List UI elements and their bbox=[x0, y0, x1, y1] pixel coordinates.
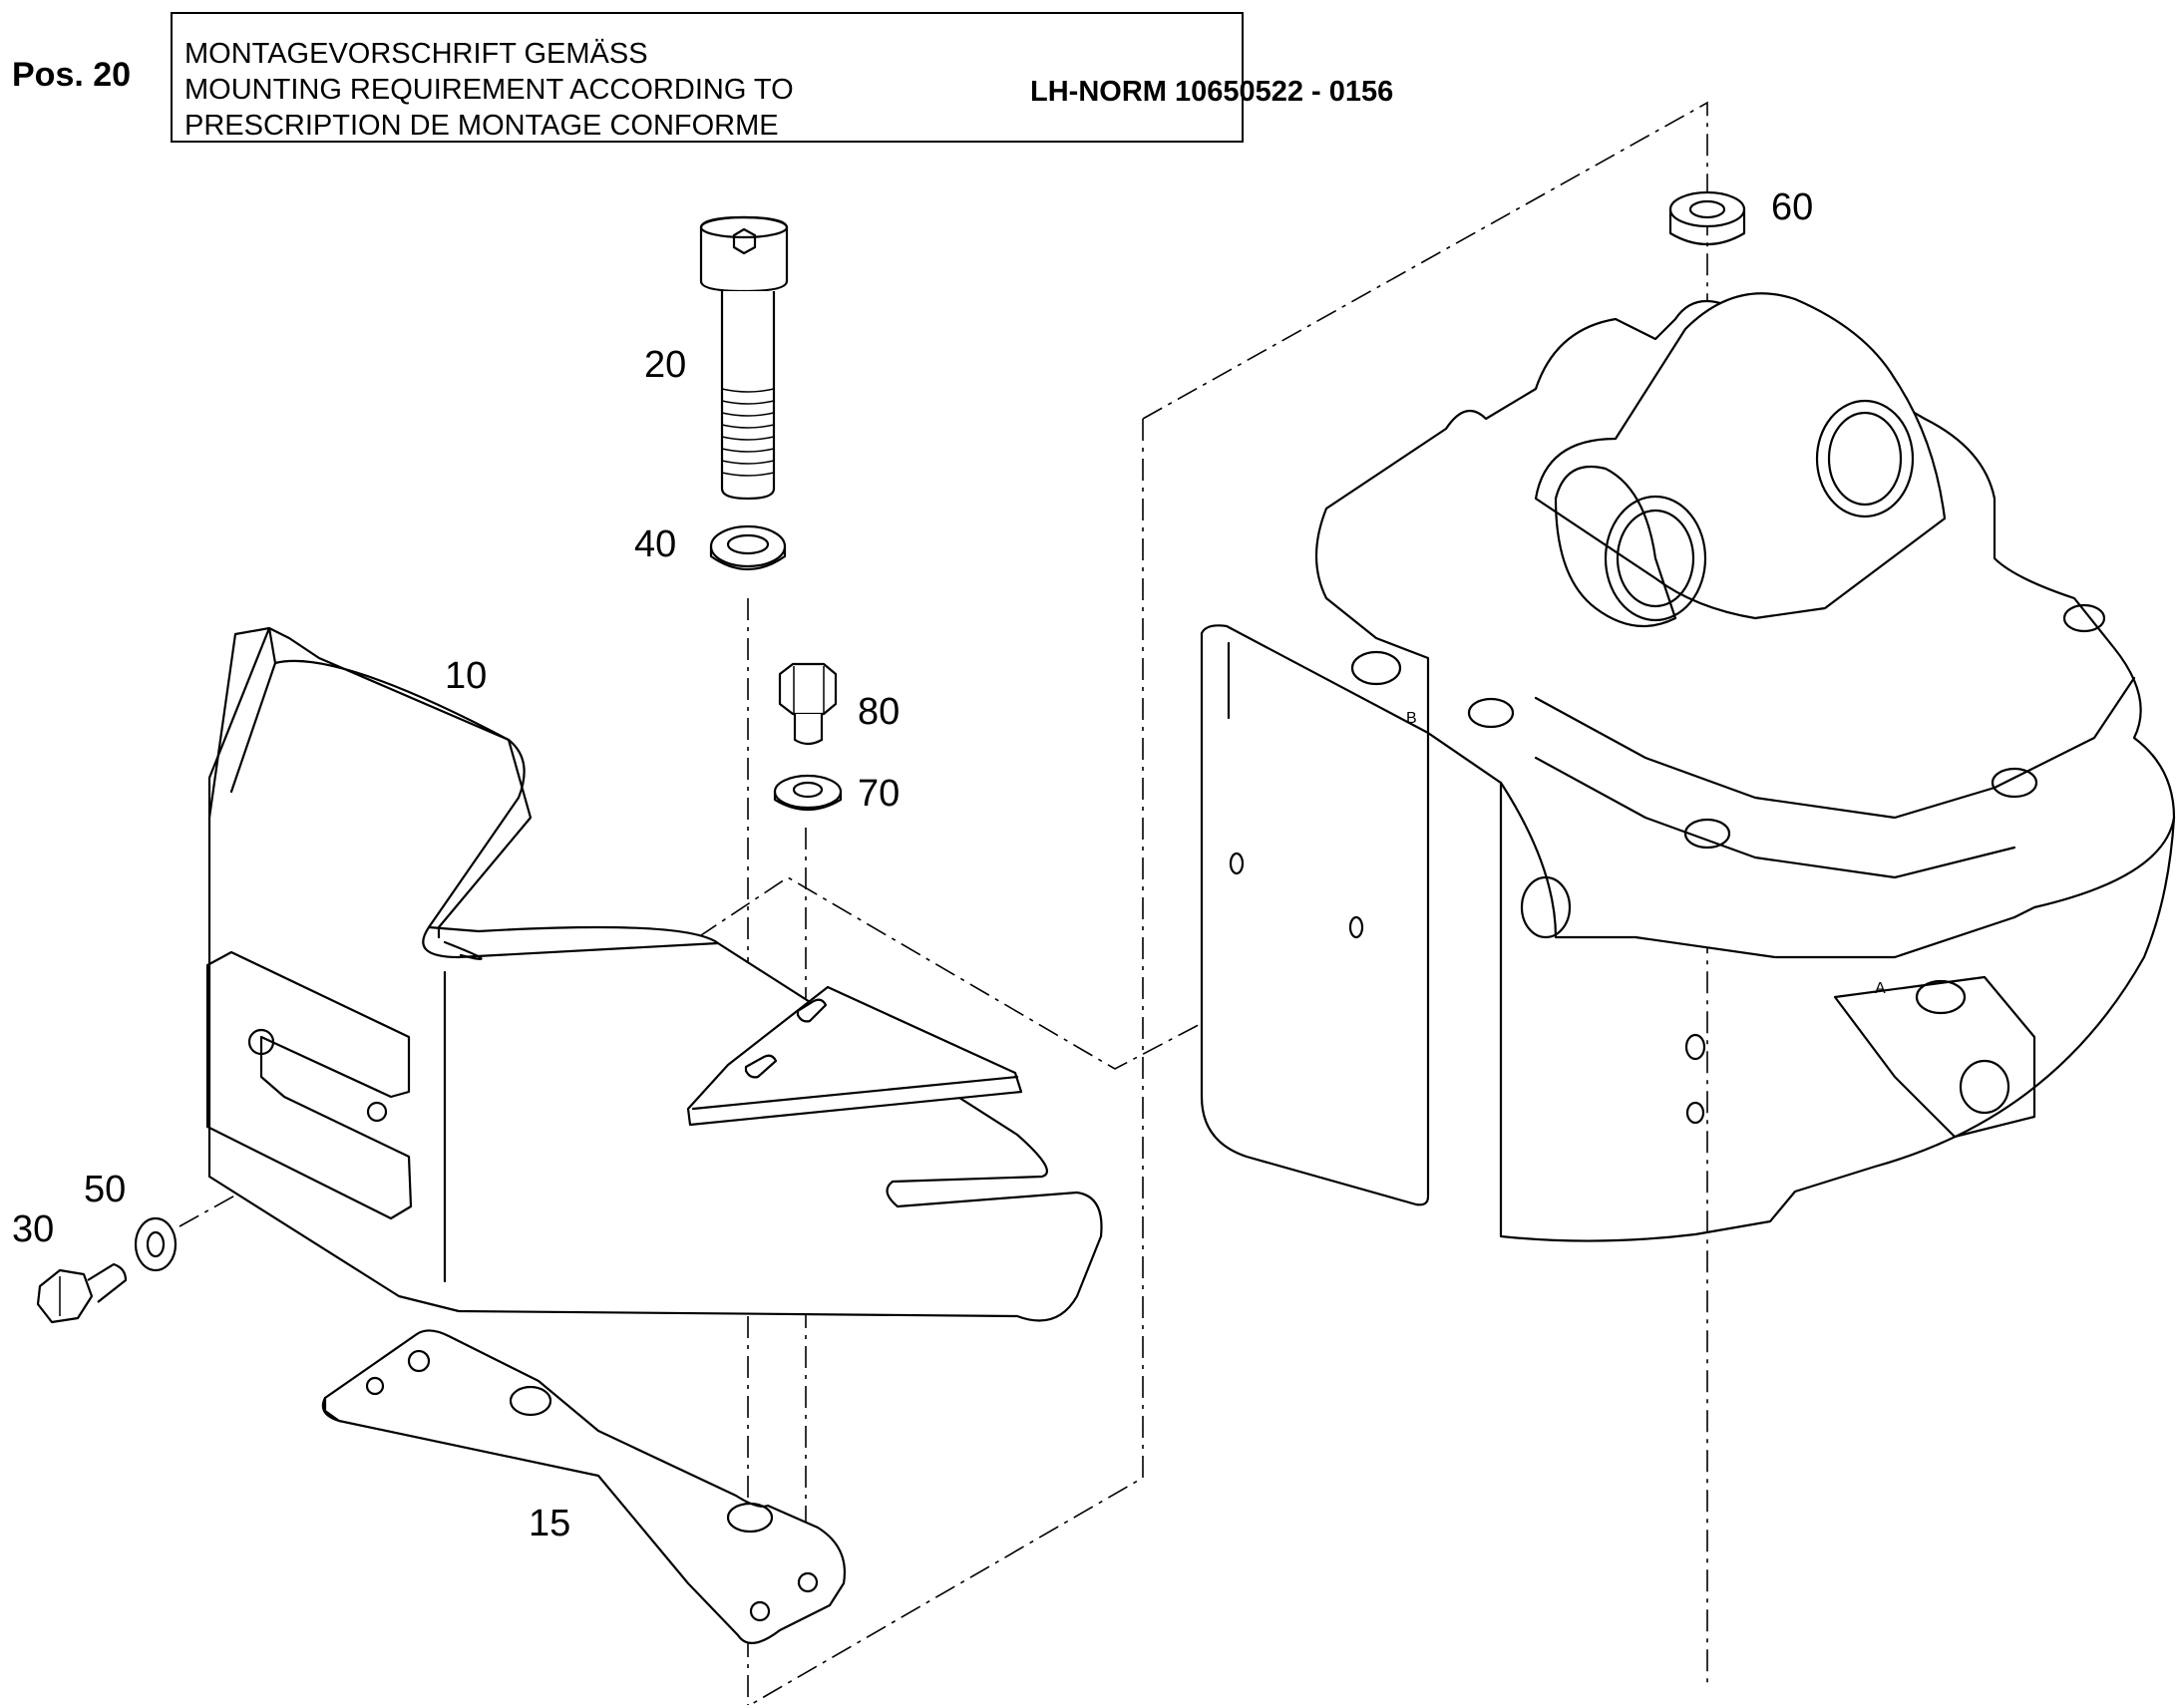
callout-60: 60 bbox=[1771, 186, 1813, 228]
mounting-requirement-box: MONTAGEVORSCHRIFT GEMÄSS MOUNTING REQUIR… bbox=[171, 12, 1393, 143]
bracket-part-10 bbox=[205, 626, 1103, 1322]
header-line-en: MOUNTING REQUIREMENT ACCORDING TO bbox=[184, 74, 794, 106]
washer-part-50 bbox=[134, 1216, 178, 1272]
callout-15: 15 bbox=[529, 1503, 570, 1544]
plate-part-15 bbox=[321, 1329, 846, 1644]
callout-50: 50 bbox=[84, 1169, 126, 1210]
callout-10: 10 bbox=[445, 655, 487, 697]
callout-30: 30 bbox=[12, 1208, 54, 1250]
coupling-housing: B A bbox=[1200, 292, 2176, 1242]
housing-mark-b: B bbox=[1406, 710, 1417, 727]
cap-screw-part-20 bbox=[699, 215, 789, 501]
housing-mark-a: A bbox=[1875, 980, 1886, 997]
callout-40: 40 bbox=[634, 523, 676, 565]
washer-part-70 bbox=[773, 774, 843, 811]
hex-bolt-part-30 bbox=[36, 1262, 128, 1324]
bushing-part-60 bbox=[1668, 190, 1746, 246]
hex-bolt-part-80 bbox=[778, 662, 838, 746]
callout-labels: 20 40 10 80 70 60 50 30 15 bbox=[12, 186, 1813, 1544]
header-line-de: MONTAGEVORSCHRIFT GEMÄSS bbox=[184, 38, 648, 70]
callout-70: 70 bbox=[858, 773, 900, 815]
norm-reference: LH-NORM 10650522 - 0156 bbox=[1030, 76, 1394, 108]
callout-20: 20 bbox=[644, 344, 686, 386]
position-label: Pos. 20 bbox=[12, 56, 132, 94]
washer-part-40 bbox=[709, 524, 787, 571]
header-line-fr: PRESCRIPTION DE MONTAGE CONFORME bbox=[184, 110, 779, 142]
callout-80: 80 bbox=[858, 691, 900, 733]
